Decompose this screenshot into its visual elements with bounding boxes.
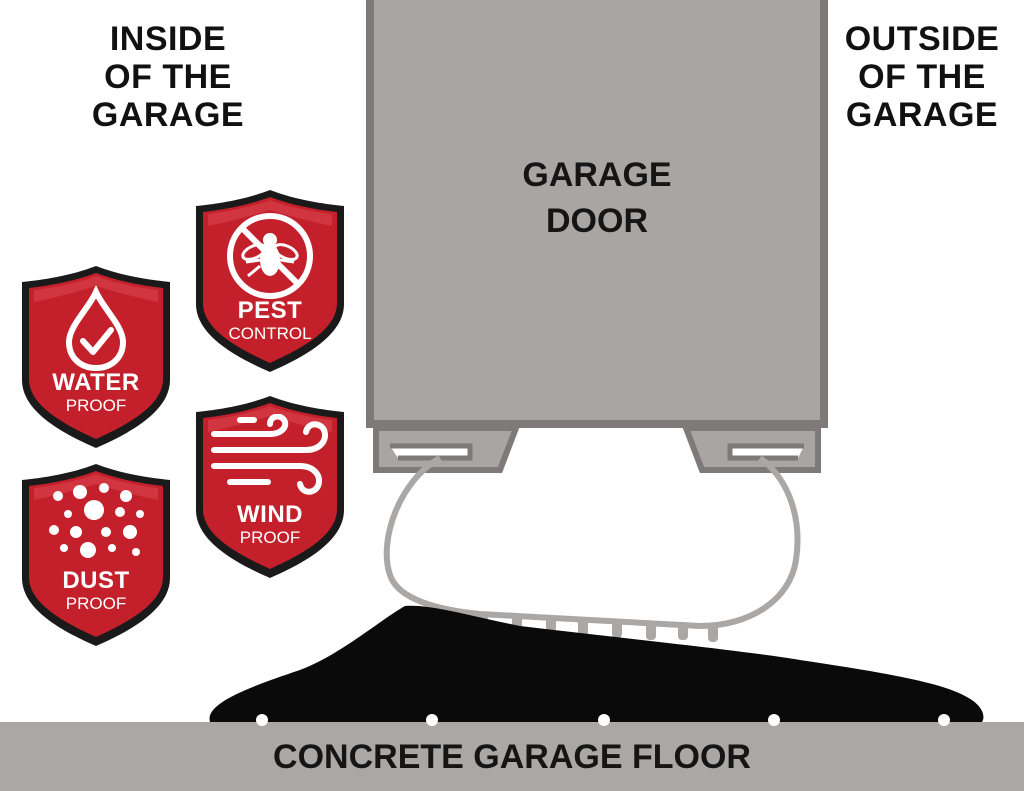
- rubber-threshold: [209, 605, 984, 722]
- outside-garage-label: OUTSIDE OF THE GARAGE: [812, 20, 1024, 134]
- pest-badge-title: PEST: [237, 297, 303, 324]
- wind-swirl-icon: [211, 414, 328, 495]
- shield-icon: [22, 464, 170, 646]
- outside-label-line-2: OF THE: [858, 58, 986, 96]
- door-label-line-1: GARAGE: [522, 156, 672, 194]
- wind-proof-badge: WIND PROOF: [192, 392, 348, 582]
- outside-label-line-1: OUTSIDE: [844, 20, 1000, 58]
- dust-particles-icon: [49, 483, 144, 558]
- water-badge-title: WATER: [52, 369, 140, 396]
- shield-icon: [196, 396, 344, 578]
- pest-control-badge: PEST CONTROL: [192, 186, 348, 376]
- water-proof-badge: WATER PROOF: [18, 262, 174, 452]
- door-label-line-2: DOOR: [546, 202, 648, 240]
- inside-label-line-1: INSIDE: [109, 20, 227, 58]
- water-drop-check-icon: [65, 286, 127, 372]
- water-badge-subtitle: PROOF: [65, 396, 127, 415]
- dust-badge-title: DUST: [62, 567, 130, 594]
- concrete-floor-label: CONCRETE GARAGE FLOOR: [273, 738, 751, 776]
- bulb-seal-outline: [383, 455, 801, 630]
- wind-badge-title: WIND: [237, 501, 303, 528]
- inside-garage-label: INSIDE OF THE GARAGE: [58, 20, 278, 134]
- inside-label-line-2: OF THE: [104, 58, 232, 96]
- threshold-screw-holes: [256, 714, 950, 726]
- no-fly-icon: [227, 213, 313, 299]
- inside-label-line-3: GARAGE: [91, 96, 245, 134]
- garage-door-panel: [366, 0, 828, 428]
- dust-proof-badge: DUST PROOF: [18, 460, 174, 650]
- dust-badge-subtitle: PROOF: [65, 594, 127, 613]
- concrete-floor: [0, 722, 1024, 791]
- shield-icon: [22, 266, 170, 448]
- pest-badge-subtitle: CONTROL: [228, 324, 312, 343]
- garage-door-label: GARAGE DOOR: [366, 152, 828, 244]
- outside-label-line-3: GARAGE: [845, 96, 999, 134]
- door-retainer-track: [373, 425, 821, 473]
- wind-badge-subtitle: PROOF: [239, 528, 301, 547]
